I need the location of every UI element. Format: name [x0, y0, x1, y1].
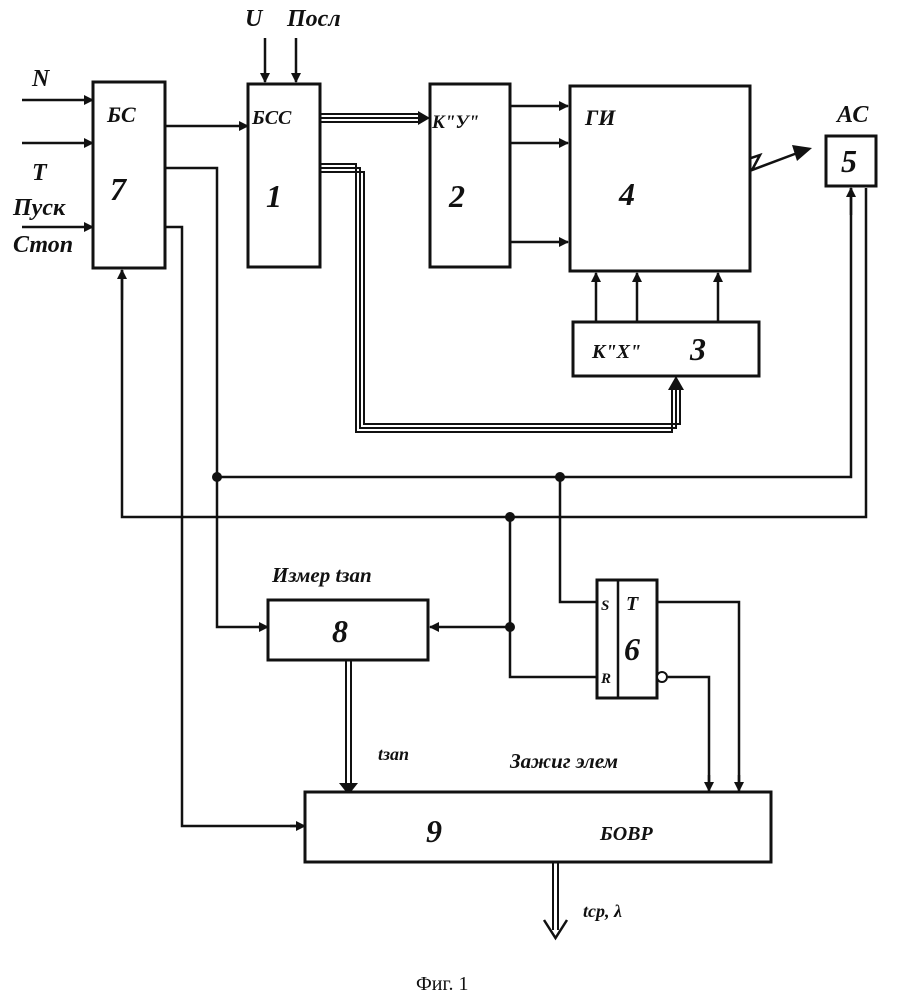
- input-t-label: T: [32, 160, 48, 186]
- figure-caption: Фиг. 1: [416, 973, 468, 995]
- block-as-number: 5: [841, 143, 857, 179]
- block-kx-number: 3: [689, 331, 706, 367]
- trigger-t-label: T: [626, 593, 639, 615]
- wire-trigger-t-to-bovr: [657, 602, 739, 788]
- block-as: АС 5: [826, 102, 876, 186]
- block-izmer: Измер tзап 8: [268, 563, 428, 660]
- input-n-label: N: [31, 66, 51, 92]
- block-bs-label: БС: [106, 102, 136, 127]
- bus-bovr-output: [553, 862, 558, 930]
- block-izmer-frame: [268, 600, 428, 660]
- junction-dot: [212, 472, 222, 482]
- block-trigger-number: 6: [624, 631, 640, 667]
- bus-bss-to-kuy-arrow: [418, 111, 430, 125]
- trigger-s-label: S: [601, 598, 609, 614]
- block-gi: ГИ 4: [570, 86, 750, 271]
- block-bs: БС 7: [93, 82, 165, 268]
- trigger-inverted-output: [657, 672, 667, 682]
- block-kx-label: К"Х": [591, 341, 641, 363]
- signal-tzap-label: tзап: [378, 744, 409, 764]
- wire-trigger-inv-to-bovr: [668, 677, 709, 788]
- block-izmer-label: Измер tзап: [271, 563, 372, 587]
- signal-zazhig-label: Зажиг элем: [509, 749, 618, 773]
- bus-bovr-output-arrow: [544, 920, 567, 938]
- junction-dot: [505, 622, 515, 632]
- block-bovr-label: БОВР: [599, 823, 653, 845]
- block-gi-label: ГИ: [584, 105, 616, 130]
- block-bovr: 9 БОВР: [305, 792, 771, 862]
- block-bovr-number: 9: [426, 813, 442, 849]
- block-gi-number: 4: [618, 176, 635, 212]
- block-kuy-label: К"У": [431, 112, 479, 133]
- block-bss-label: БСС: [251, 107, 292, 129]
- block-as-label: АС: [835, 102, 869, 128]
- block-bss-number: 1: [266, 178, 282, 214]
- block-trigger: S R T 6: [597, 580, 667, 698]
- block-kuy-number: 2: [448, 178, 465, 214]
- block-bs-number: 7: [110, 171, 128, 207]
- trigger-r-label: R: [600, 671, 611, 687]
- input-u-label: U: [245, 6, 264, 32]
- bus-bss-to-kuy: [320, 114, 420, 122]
- block-bss: БСС 1: [248, 84, 320, 267]
- signal-output-label: tср, λ: [583, 901, 622, 921]
- input-stop-label: Стоп: [13, 232, 73, 258]
- block-bovr-frame: [305, 792, 771, 862]
- junction-dot: [555, 472, 565, 482]
- radio-link-arrow: [792, 145, 812, 161]
- input-posl-label: Посл: [286, 6, 341, 32]
- block-kuy: К"У" 2: [430, 84, 510, 267]
- junction-dot: [505, 512, 515, 522]
- wire-as-to-trigger-r: [510, 517, 597, 677]
- wire-bus-to-trigger-s: [560, 477, 597, 602]
- block-izmer-number: 8: [332, 613, 348, 649]
- block-kx: К"Х" 3: [573, 322, 759, 376]
- bus-bss-to-kx-arrow: [668, 376, 684, 390]
- wire-bs-to-bovr: [165, 227, 300, 826]
- input-pusk-label: Пуск: [12, 195, 66, 221]
- bus-izmer-to-bovr: [346, 660, 351, 785]
